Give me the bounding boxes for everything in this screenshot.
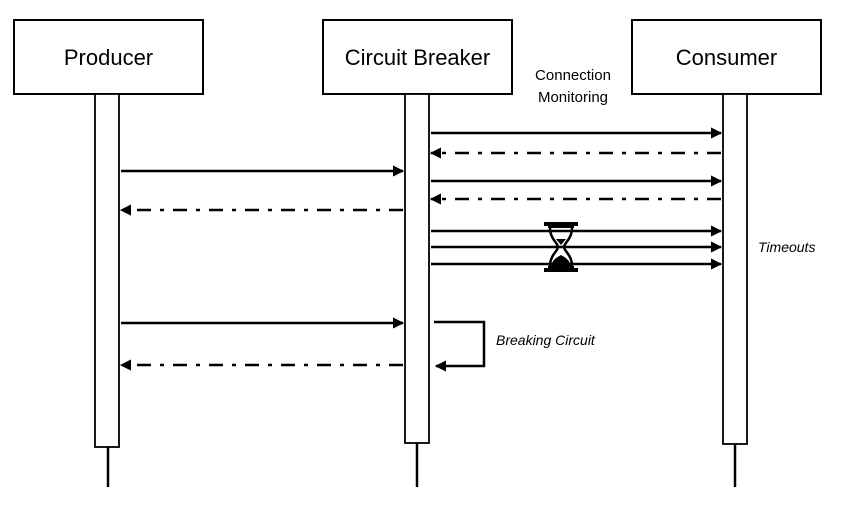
producer-box: [13, 19, 204, 95]
consumer-activation: [722, 93, 748, 445]
messages: [119, 127, 723, 371]
participant-consumer: Consumer: [631, 19, 822, 487]
producer-label: Producer: [64, 45, 153, 70]
connection-monitoring-label-line1: Connection: [535, 67, 611, 84]
circuit-breaker-box: [322, 19, 513, 95]
circuit-breaker-label: Circuit Breaker: [345, 45, 490, 70]
circuit-breaker-activation: [404, 93, 430, 444]
consumer-label: Consumer: [676, 45, 777, 70]
breaking-circuit-self-arrow: [434, 320, 486, 372]
breaking-circuit-label: Breaking Circuit: [496, 332, 596, 348]
connection-monitoring-label-line2: Monitoring: [538, 89, 608, 106]
participant-producer: Producer: [13, 19, 204, 487]
hourglass-icon: [544, 222, 578, 272]
timeouts-label: Timeouts: [758, 239, 815, 255]
consumer-box: [631, 19, 822, 95]
participant-circuit-breaker: Circuit Breaker: [322, 19, 513, 487]
producer-activation: [94, 93, 120, 448]
